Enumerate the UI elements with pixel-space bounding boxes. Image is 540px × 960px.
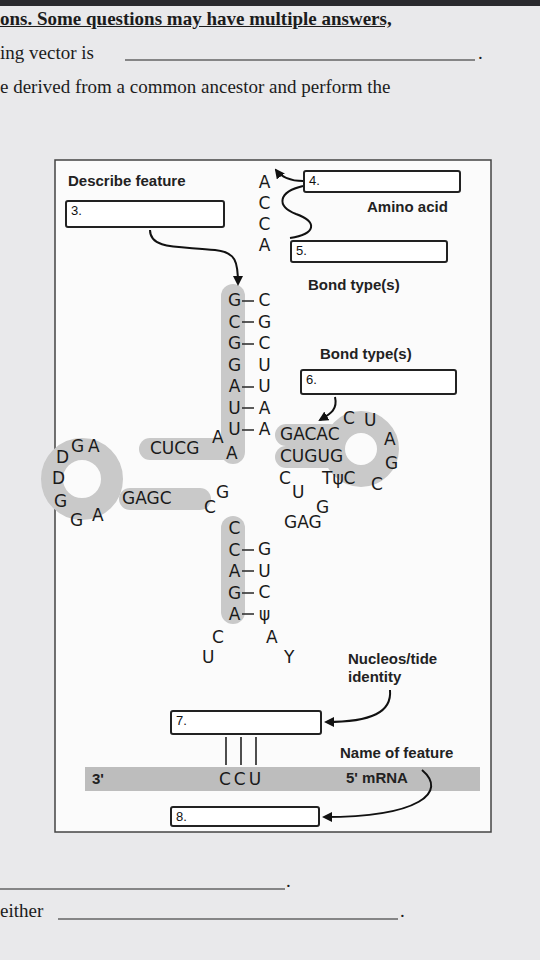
answer-blank (0, 888, 285, 889)
nucleotide: G (54, 491, 67, 511)
nucleotide: D (56, 447, 69, 467)
feature-label: Name of feature (340, 744, 453, 761)
leader-arrows (150, 170, 431, 817)
question-text: . (286, 870, 291, 892)
callout-number: 7. (176, 713, 187, 728)
feature-label: Bond type(s) (320, 345, 412, 362)
nucleotide: GAG (284, 512, 322, 532)
nucleotide: C (212, 627, 224, 647)
answer-box: 6. (300, 369, 457, 395)
nucleotide: U (292, 482, 304, 502)
nucleotide: CCU (219, 769, 264, 789)
answer-box: 8. (170, 806, 320, 827)
question-text: either (0, 900, 43, 922)
feature-label: Describe feature (68, 172, 186, 189)
nucleotide: C (371, 474, 383, 494)
nucleotide: CGCUUAA (256, 290, 273, 441)
nucleotide: CUCG (150, 438, 199, 458)
nucleotide: A (88, 436, 100, 456)
nucleotide: TψC (322, 468, 355, 488)
nucleotide: C (204, 497, 216, 517)
nucleotide: GACAC (280, 424, 340, 444)
answer-blank (58, 918, 398, 919)
mrna-band (85, 767, 480, 791)
feature-label: 5' mRNA (346, 769, 408, 786)
nucleotide: U (364, 410, 376, 430)
nucleotide: GUCψ (256, 539, 273, 625)
callout-number: 5. (296, 243, 307, 258)
callout-number: 4. (309, 173, 320, 188)
nucleotide: A (226, 443, 238, 463)
feature-label: Nucleos/tide identity (348, 650, 468, 686)
callout-number: 3. (71, 203, 82, 218)
nucleotide: U (202, 647, 214, 667)
nucleotide: CCAGA (226, 518, 243, 626)
nucleotide: G (216, 482, 229, 502)
nucleotide: C (343, 408, 355, 428)
loop-shading (52, 296, 388, 612)
figure-frame (55, 160, 491, 832)
question-text: . (400, 900, 405, 922)
screen-edge (0, 0, 540, 6)
callout-number: 6. (306, 372, 317, 387)
nucleotide: CUGUG (280, 446, 343, 466)
nucleotide: D (52, 468, 65, 488)
nucleotide: A (212, 427, 224, 447)
nucleotide: C (279, 468, 291, 488)
nucleotide: A (92, 505, 104, 525)
question-text: e derived from a common ancestor and per… (0, 76, 390, 98)
nucleotide: GCGGAUU (226, 290, 243, 441)
feature-label: Bond type(s) (308, 276, 400, 293)
answer-blank (125, 59, 475, 60)
nucleotide: Y (284, 647, 294, 667)
nucleotide: G (70, 510, 83, 530)
callout-number: 8. (176, 809, 187, 824)
question-text: ing vector is (0, 42, 94, 64)
nucleotide: GAGC (122, 488, 172, 508)
feature-label: Amino acid (367, 198, 448, 215)
answer-box: 7. (170, 710, 322, 735)
answer-box: 4. (303, 170, 461, 193)
nucleotide: A (266, 627, 278, 647)
nucleotide: ACCA (256, 172, 273, 256)
answer-box: 5. (290, 240, 448, 263)
question-text: . (478, 42, 483, 64)
feature-label: 3' (92, 770, 104, 787)
question-text: ons. Some questions may have multiple an… (0, 8, 392, 30)
nucleotide: G (385, 453, 398, 473)
nucleotide: A (384, 429, 396, 449)
answer-box: 3. (65, 200, 225, 228)
nucleotide: G (71, 436, 84, 456)
base-pair-dashes (242, 301, 254, 614)
codon-pairing-lines (226, 737, 256, 765)
